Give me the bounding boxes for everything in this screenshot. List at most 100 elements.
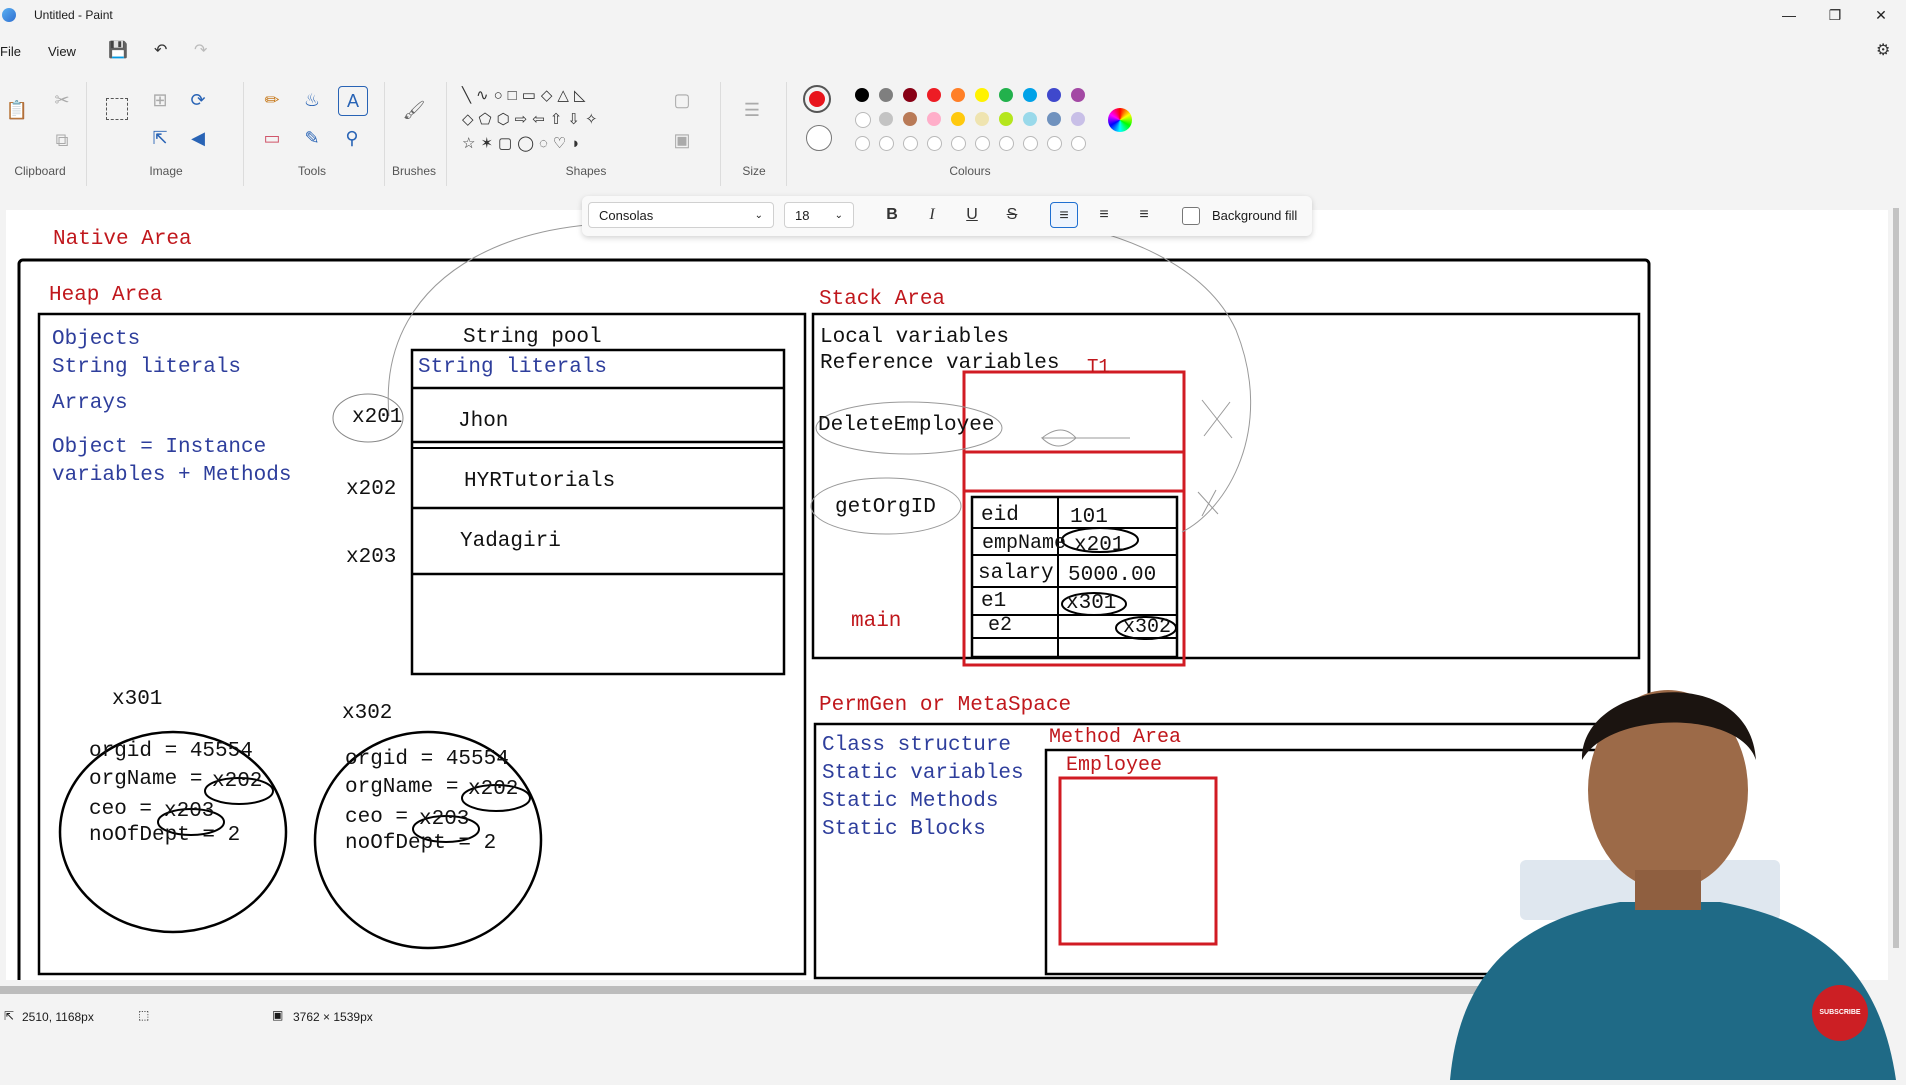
align-center-icon[interactable]: ≡	[1099, 206, 1109, 223]
custom-color-slot[interactable]	[999, 136, 1014, 151]
color-swatch[interactable]	[903, 112, 917, 126]
var-salary-value: 5000.00	[1068, 564, 1157, 587]
paste-icon[interactable]: 📋	[5, 100, 29, 120]
delete-employee-circle	[815, 401, 1003, 455]
outline-icon[interactable]: ▢	[673, 90, 691, 110]
color-swatch[interactable]	[1023, 88, 1037, 102]
account-icon[interactable]: ⚙	[1876, 42, 1891, 59]
color-swatch[interactable]	[1047, 112, 1061, 126]
color-swatch[interactable]	[855, 88, 869, 102]
underline-button[interactable]: U	[966, 206, 978, 223]
background-fill-label: Background fill	[1212, 208, 1298, 223]
object-definition-2: variables + Methods	[52, 464, 292, 487]
color-swatch[interactable]	[999, 88, 1013, 102]
strikethrough-button[interactable]: S	[1006, 206, 1018, 223]
bold-button[interactable]: B	[886, 206, 898, 223]
object-x301-circle	[58, 730, 288, 934]
color-swatch[interactable]	[975, 88, 989, 102]
shape-fill-icon[interactable]: ▣	[673, 130, 691, 150]
eraser-icon[interactable]: ▭	[263, 128, 281, 148]
paint-app-icon	[2, 8, 16, 22]
brush-icon[interactable]: 🖌	[402, 100, 426, 120]
canvas-size-icon: ▣	[272, 1008, 284, 1022]
custom-color-slot[interactable]	[879, 136, 894, 151]
custom-color-slot[interactable]	[951, 136, 966, 151]
custom-color-slot[interactable]	[975, 136, 990, 151]
cut-icon[interactable]: ✂	[54, 90, 70, 110]
font-family-select[interactable]: Consolas⌄	[588, 202, 774, 228]
file-menu[interactable]: File	[0, 44, 21, 59]
minimize-icon[interactable]: —	[1782, 7, 1796, 23]
align-left-icon[interactable]: ≡	[1050, 202, 1078, 228]
custom-color-slot[interactable]	[903, 136, 918, 151]
custom-color-slot[interactable]	[1023, 136, 1038, 151]
copy-icon[interactable]: ⧉	[55, 130, 69, 150]
text-format-toolbar: Consolas⌄ 18⌄ B I U S ≡ ≡ ≡ Background f…	[582, 196, 1312, 236]
empname-ref-circle	[1061, 527, 1139, 553]
undo-icon[interactable]: ↶	[154, 42, 168, 59]
background-fill-checkbox[interactable]	[1182, 207, 1200, 225]
save-icon[interactable]: 💾	[108, 42, 128, 59]
obj1-ceo: ceo =	[89, 798, 153, 821]
close-icon[interactable]: ✕	[1875, 7, 1887, 23]
redo-icon[interactable]: ↷	[194, 42, 208, 59]
pencil-icon[interactable]: ✏	[264, 90, 280, 110]
selection-icon: ⬚	[138, 1008, 150, 1022]
horizontal-scrollbar[interactable]	[0, 986, 1500, 994]
x201-circle	[332, 393, 404, 443]
var-e2-value: x302	[1123, 616, 1172, 639]
custom-color-slot[interactable]	[1047, 136, 1062, 151]
flip-icon[interactable]: ◀	[191, 128, 205, 148]
permgen-label: PermGen or MetaSpace	[819, 694, 1072, 717]
crop-icon[interactable]: ⊞	[152, 90, 168, 110]
custom-color-slot[interactable]	[927, 136, 942, 151]
rotate-icon[interactable]: ⟳	[190, 90, 206, 110]
address-x201: x201	[352, 406, 403, 429]
address-x202: x202	[346, 478, 397, 501]
color-picker-icon[interactable]: ✎	[304, 128, 320, 148]
color-swatch[interactable]	[975, 112, 989, 126]
object-x301-address: x301	[112, 688, 163, 711]
color-swatch[interactable]	[1047, 88, 1061, 102]
font-size-select[interactable]: 18⌄	[784, 202, 854, 228]
color-swatch[interactable]	[927, 88, 941, 102]
drawing-canvas[interactable]: Native Area Heap Area Objects String lit…	[6, 210, 1888, 980]
magnifier-icon[interactable]: ⚲	[345, 128, 359, 148]
frame-delete-employee: DeleteEmployee	[818, 414, 995, 437]
secondary-color[interactable]	[806, 125, 832, 151]
color-swatch[interactable]	[951, 88, 965, 102]
edit-colors-icon[interactable]	[1108, 108, 1132, 132]
tools-group-label: Tools	[297, 164, 326, 178]
italic-button[interactable]: I	[929, 206, 935, 223]
subscribe-button[interactable]: SUBSCRIBE	[1812, 985, 1868, 1041]
color-swatch[interactable]	[879, 88, 893, 102]
color-swatch[interactable]	[903, 88, 917, 102]
text-tool-icon[interactable]: A	[338, 86, 368, 116]
color-swatch[interactable]	[1023, 112, 1037, 126]
view-menu[interactable]: View	[48, 44, 76, 59]
size-icon[interactable]: ☰	[743, 100, 761, 120]
vertical-scrollbar[interactable]	[1893, 208, 1899, 948]
color-swatch[interactable]	[1071, 112, 1085, 126]
select-icon[interactable]	[106, 98, 128, 120]
resize-icon[interactable]: ⇱	[152, 128, 168, 148]
head	[1588, 690, 1748, 890]
heap-area-box	[37, 312, 807, 976]
color-swatch[interactable]	[999, 112, 1013, 126]
color-swatch[interactable]	[1071, 88, 1085, 102]
align-right-icon[interactable]: ≡	[1139, 206, 1149, 223]
custom-color-slot[interactable]	[1071, 136, 1086, 151]
color-swatch[interactable]	[951, 112, 965, 126]
color-swatch[interactable]	[879, 112, 893, 126]
restore-icon[interactable]: ❐	[1828, 7, 1842, 23]
primary-color[interactable]	[803, 85, 831, 113]
font-family-value: Consolas	[599, 208, 654, 223]
shapes-gallery[interactable]: ╲∿○□▭◇△◺ ◇⬠⬡⇨⇦⇧⇩✧ ☆✶▢◯◌♡◗	[462, 84, 652, 156]
var-eid-name: eid	[981, 504, 1019, 527]
custom-color-slot[interactable]	[855, 136, 870, 151]
font-size-value: 18	[795, 208, 810, 223]
frame-main: main	[851, 610, 902, 633]
fill-icon[interactable]: ♨	[303, 90, 321, 110]
color-swatch[interactable]	[855, 112, 871, 128]
color-swatch[interactable]	[927, 112, 941, 126]
